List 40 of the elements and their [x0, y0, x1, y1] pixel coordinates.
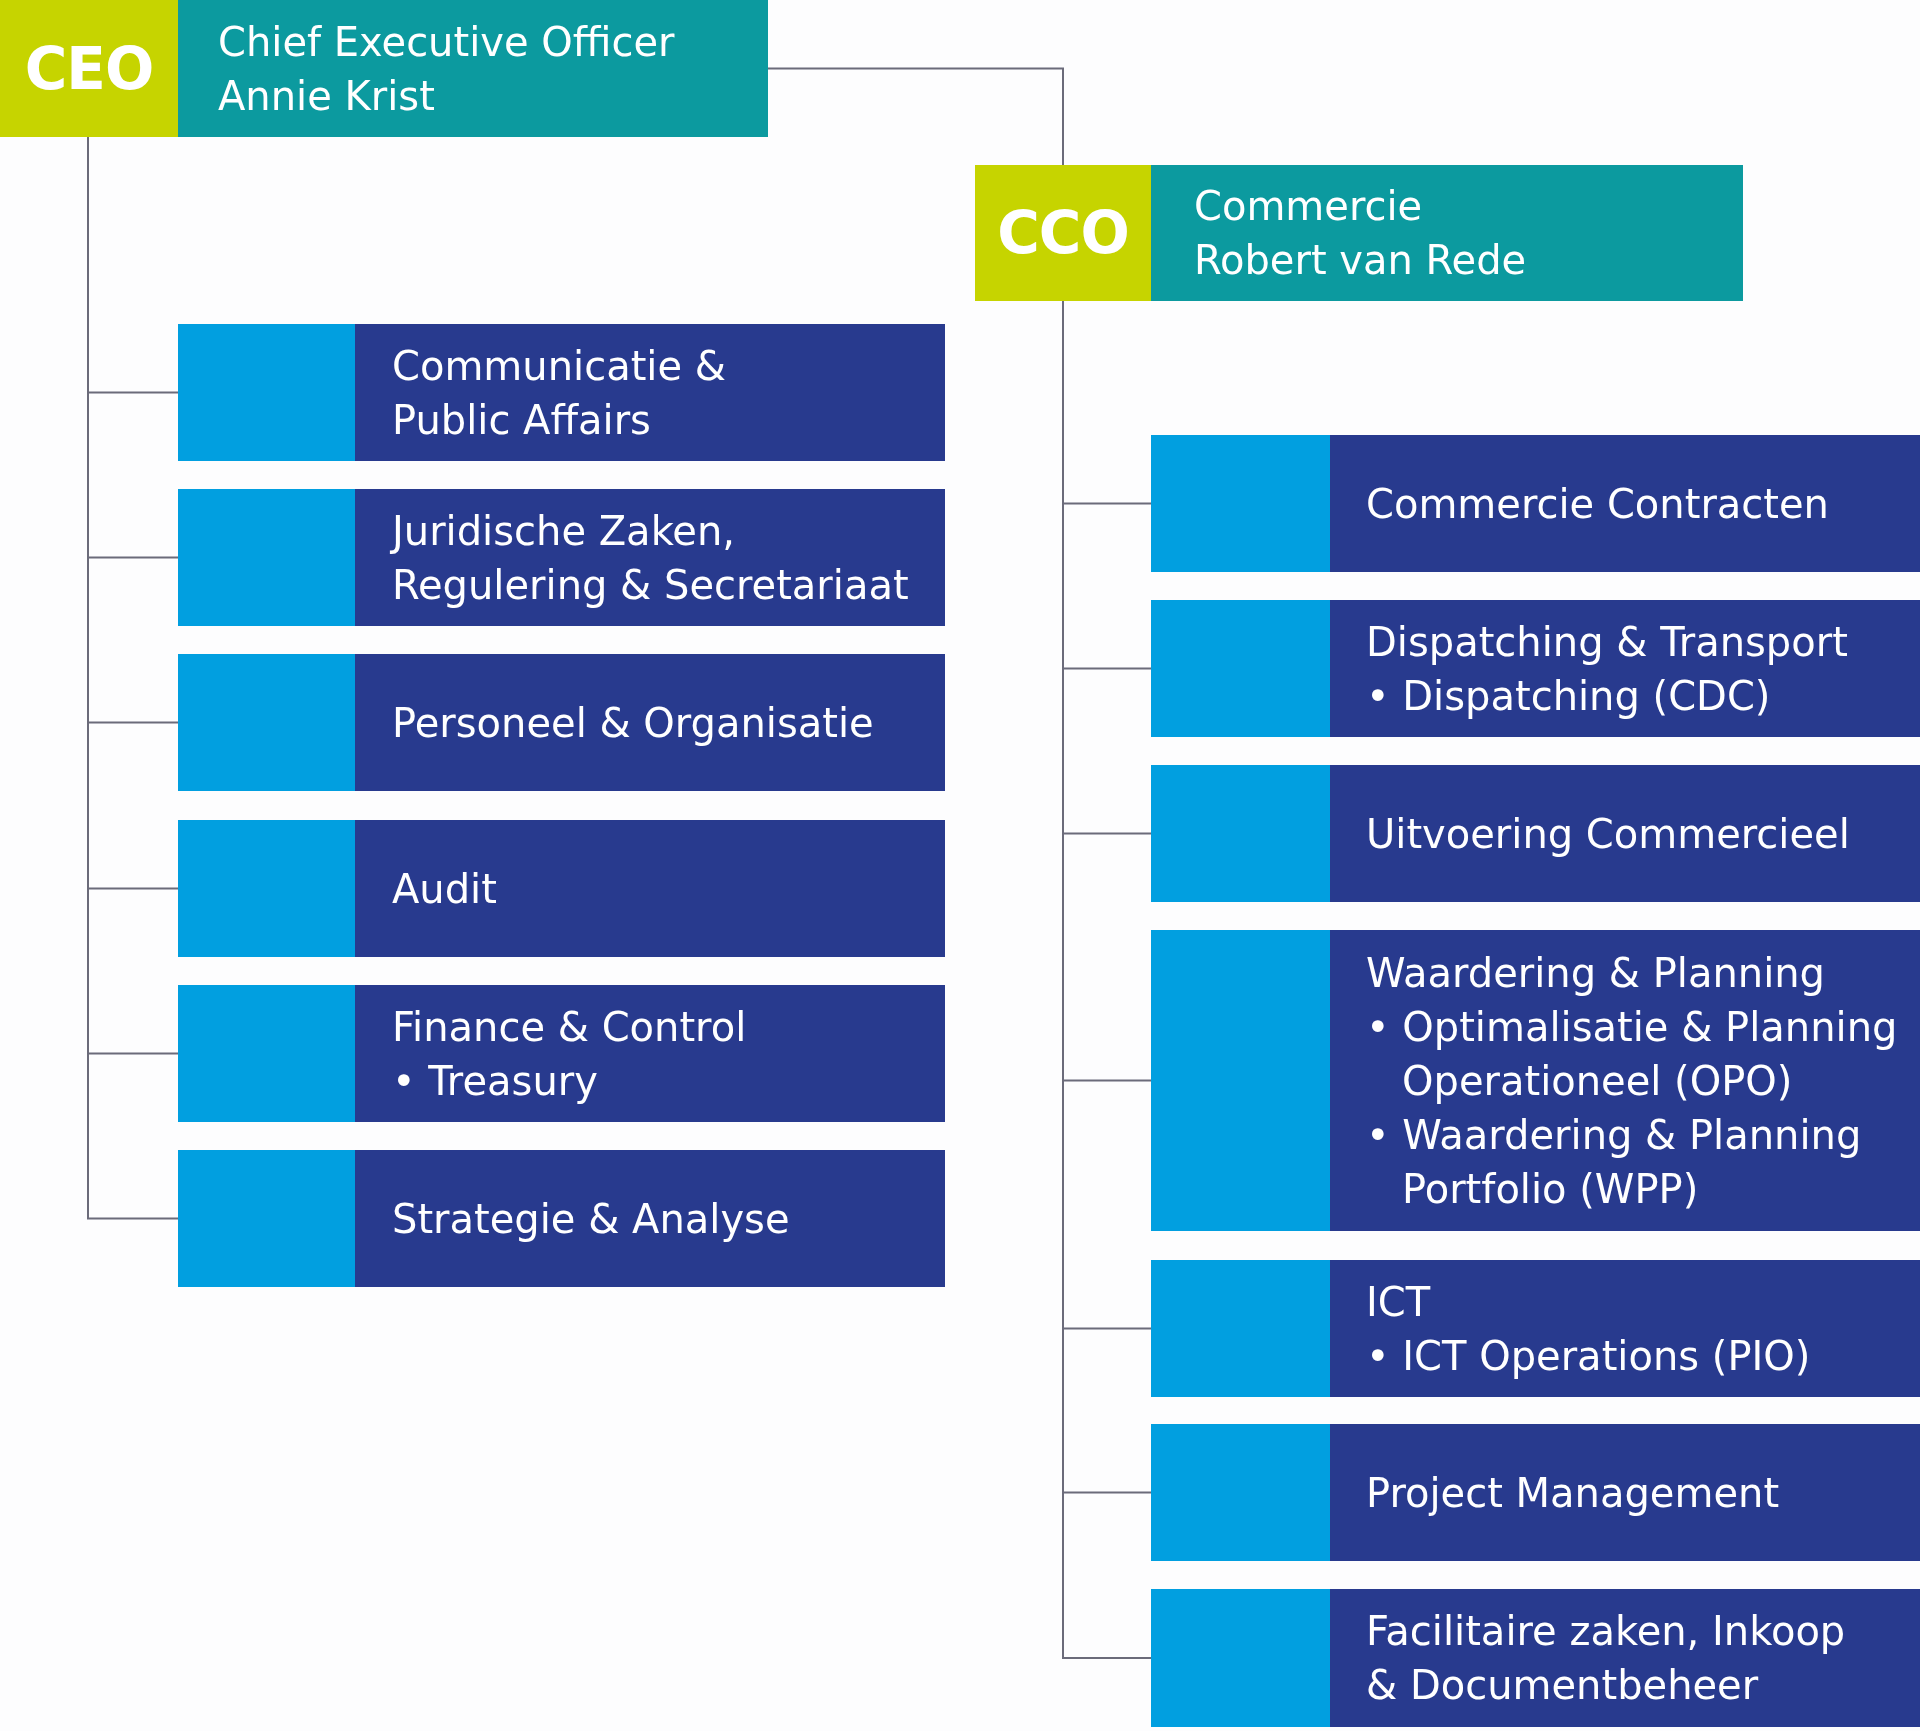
department-box	[178, 1150, 945, 1287]
sub-department: • Waardering & Planning Portfolio (WPP)	[1366, 1110, 1863, 1214]
department-name: Communicatie & Public Affairs	[392, 341, 727, 445]
sub-department: • Treasury	[392, 1056, 598, 1106]
person-name: Annie Krist	[218, 71, 435, 121]
role-abbreviation: CEO	[24, 33, 154, 104]
department-name: ICT	[1366, 1277, 1431, 1327]
role-title: Chief Executive Officer	[218, 17, 675, 67]
executive-banner	[0, 0, 768, 137]
department-name: Juridische Zaken, Regulering & Secretariaat	[392, 506, 910, 610]
department-name: Dispatching & Transport	[1366, 617, 1848, 667]
department-box	[1151, 930, 1920, 1231]
department-name: Finance & Control	[392, 1002, 747, 1052]
department-name: Uitvoering Commercieel	[1366, 809, 1850, 859]
department-box	[1151, 435, 1920, 572]
department-box	[1151, 1424, 1920, 1561]
department-box	[1151, 1589, 1920, 1727]
sub-department: • Dispatching (CDC)	[1366, 671, 1771, 721]
department-name: Project Management	[1366, 1468, 1780, 1518]
department-name: Audit	[392, 864, 497, 914]
executive-banner	[975, 165, 1743, 301]
department-name: Waardering & Planning	[1366, 948, 1825, 998]
sub-department: • Optimalisatie & Planning Operationeel (OPO)	[1366, 1002, 1899, 1106]
person-name: Robert van Rede	[1194, 236, 1527, 285]
connector-line	[767, 67, 1064, 166]
department-name: Commercie Contracten	[1366, 479, 1829, 529]
department-box	[178, 324, 945, 461]
department-name: Personeel & Organisatie	[392, 698, 874, 748]
department-box	[178, 820, 945, 957]
role-abbreviation: CCO	[997, 198, 1129, 268]
department-name: Strategie & Analyse	[392, 1194, 790, 1244]
department-box	[178, 985, 945, 1122]
department-box	[1151, 600, 1920, 737]
department-name: Facilitaire zaken, Inkoop & Documentbeheer	[1366, 1607, 1847, 1710]
department-box	[178, 489, 945, 626]
department-box	[1151, 1260, 1920, 1397]
sub-department: • ICT Operations (PIO)	[1366, 1331, 1811, 1381]
department-box	[178, 654, 945, 791]
department-box	[1151, 765, 1920, 902]
role-title: Commercie	[1194, 182, 1423, 231]
